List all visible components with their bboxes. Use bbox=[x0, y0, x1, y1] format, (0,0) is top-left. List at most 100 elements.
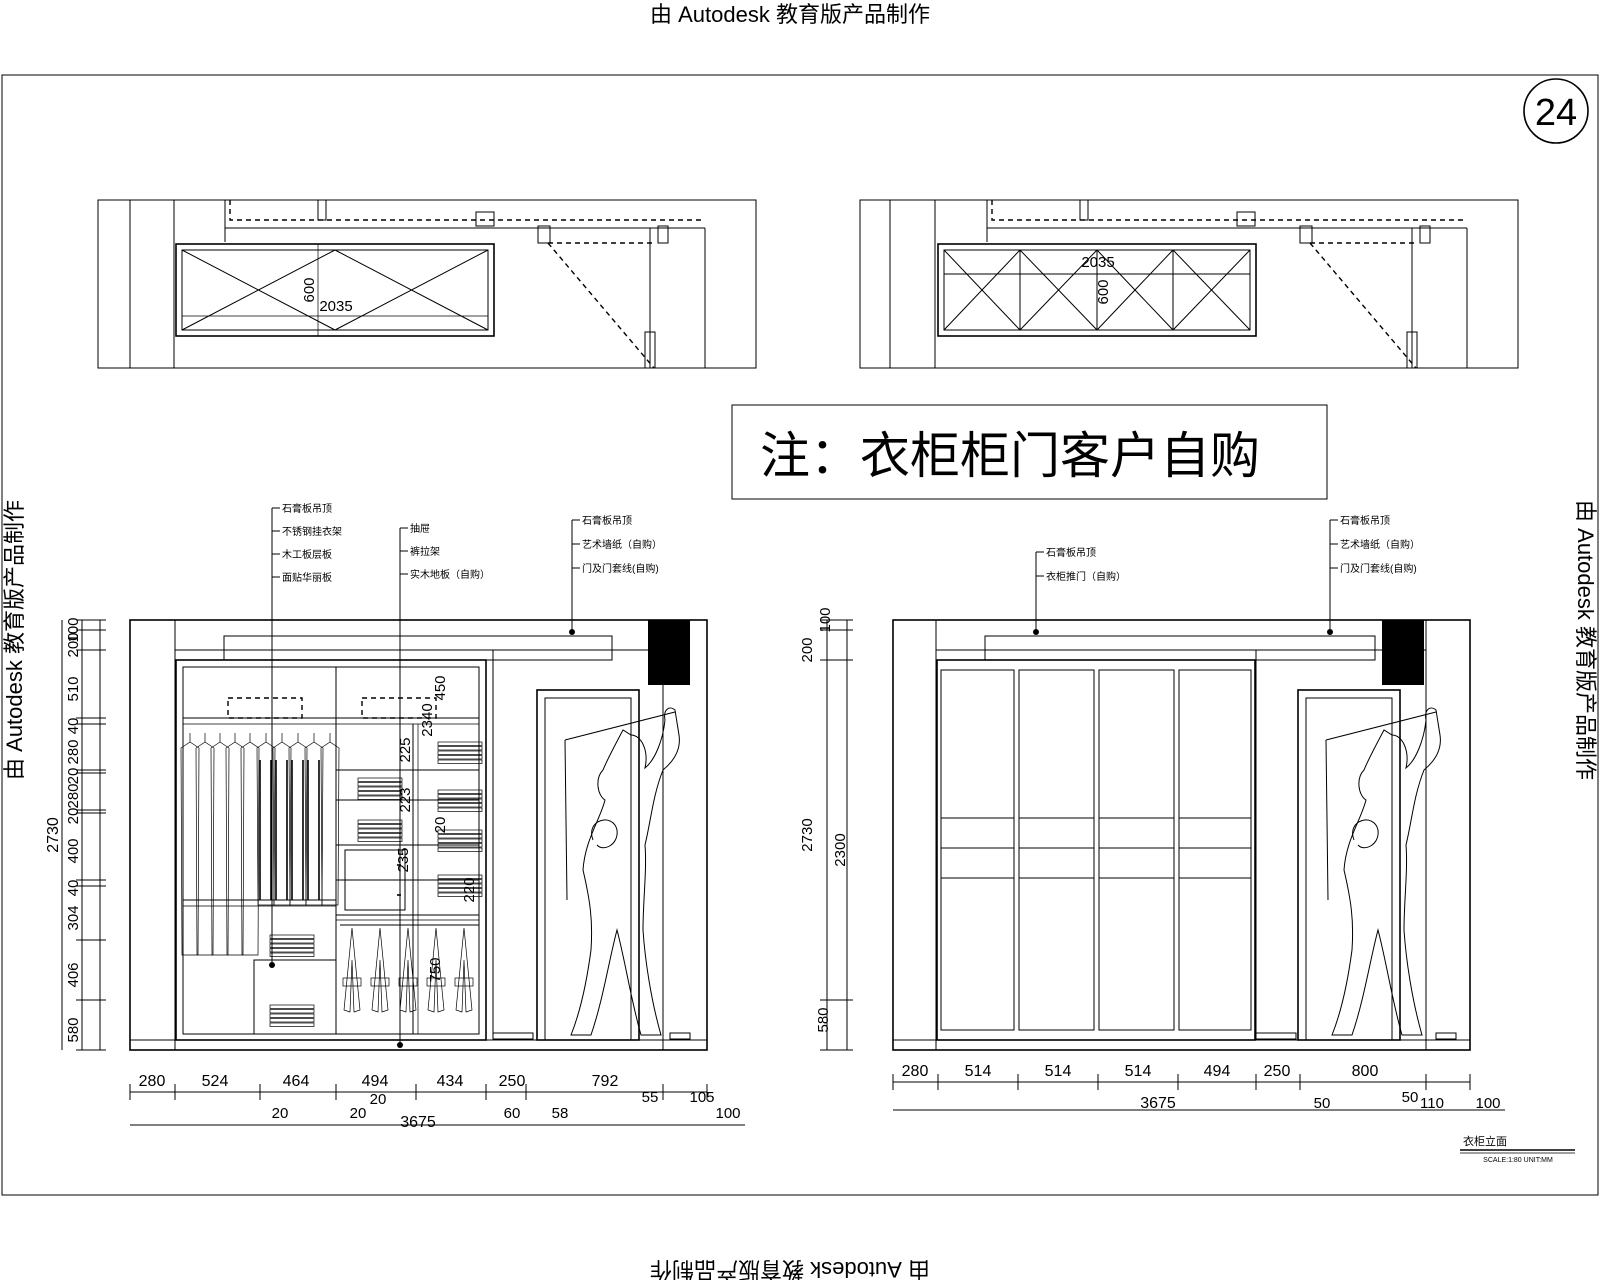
folded-item bbox=[269, 952, 315, 957]
dim-vertical: 20 bbox=[65, 768, 82, 785]
sheet-number-badge: 24 bbox=[1523, 78, 1589, 144]
door-frosted-band bbox=[1098, 847, 1175, 879]
folded-item bbox=[437, 847, 483, 852]
figure-spiral bbox=[591, 819, 618, 849]
garment bbox=[288, 741, 308, 906]
dim-vertical-right: 580 bbox=[815, 1007, 832, 1032]
callout-label-right-c: 艺术墙纸（自购） bbox=[1340, 538, 1420, 551]
sliding-door-panel bbox=[1018, 669, 1095, 1031]
dim-vertical: 304 bbox=[65, 905, 82, 930]
dim-small: 60 bbox=[504, 1105, 521, 1122]
dim-small: 100 bbox=[715, 1105, 740, 1122]
folded-item bbox=[357, 833, 403, 838]
door-frosted-band bbox=[1018, 817, 1095, 849]
folded-item bbox=[437, 838, 483, 843]
dim-small: 55 bbox=[642, 1089, 659, 1106]
garment bbox=[240, 741, 260, 956]
folded-item bbox=[437, 803, 483, 808]
garment bbox=[272, 741, 292, 906]
dim-horizontal-right: 280 bbox=[902, 1063, 929, 1080]
dim-vertical: 400 bbox=[65, 838, 82, 863]
callout-label-right-a: 衣柜推门（自购） bbox=[1046, 570, 1126, 583]
folded-item bbox=[437, 794, 483, 799]
dim-total-width-right: 3675 bbox=[1140, 1095, 1176, 1112]
dim-vertical-right: 200 bbox=[799, 637, 816, 662]
dim-horizontal: 524 bbox=[202, 1073, 229, 1090]
dim-vertical: 510 bbox=[65, 676, 82, 701]
folded-item bbox=[437, 829, 483, 834]
plan-view-left: 2035 600 bbox=[97, 199, 757, 369]
folded-item bbox=[357, 795, 403, 800]
dim-inner: 450 bbox=[432, 675, 449, 700]
garment bbox=[225, 741, 245, 956]
title-block: 衣柜立面 SCALE:1:80 UNIT:MM bbox=[1460, 1134, 1575, 1164]
plan-left-depth: 600 bbox=[301, 277, 318, 302]
door-frosted-band bbox=[1178, 817, 1252, 849]
folded-item bbox=[269, 1022, 315, 1027]
sliding-door-panel bbox=[1178, 669, 1252, 1031]
plan-left-width: 2035 bbox=[319, 298, 352, 315]
sheet-number: 24 bbox=[1535, 92, 1577, 134]
folded-item bbox=[437, 746, 483, 751]
door-frosted-band bbox=[940, 847, 1015, 879]
dim-horizontal-right: 494 bbox=[1204, 1063, 1231, 1080]
callout-dot bbox=[1327, 629, 1333, 635]
dim-horizontal: 464 bbox=[283, 1073, 310, 1090]
callout-dot bbox=[569, 629, 575, 635]
dim-small-right: 50 bbox=[1402, 1089, 1419, 1106]
callout-label-left-b: 实木地板（自购） bbox=[410, 568, 490, 581]
folded-item bbox=[357, 837, 403, 842]
folded-item bbox=[357, 828, 403, 833]
callout-label-right-c: 门及门套线(自购) bbox=[1340, 562, 1417, 575]
dim-horizontal: 250 bbox=[499, 1073, 526, 1090]
pants-cuff bbox=[398, 977, 418, 987]
elevation-right bbox=[892, 619, 1471, 1051]
dim-small: 20 bbox=[370, 1091, 387, 1108]
human-figure bbox=[564, 707, 680, 1036]
human-figure-right bbox=[1325, 707, 1441, 1036]
folded-clothes bbox=[269, 741, 483, 1027]
dim-vertical: 40 bbox=[65, 880, 82, 897]
folded-item bbox=[437, 874, 483, 879]
callout-label-left-b: 裤拉架 bbox=[410, 545, 440, 558]
folded-item bbox=[269, 939, 315, 944]
folded-item bbox=[437, 807, 483, 812]
plan-right-depth: 600 bbox=[1095, 279, 1112, 304]
dim-horizontal: 494 bbox=[362, 1073, 389, 1090]
folded-item bbox=[437, 883, 483, 888]
folded-item bbox=[357, 791, 403, 796]
pants-cuff bbox=[426, 977, 446, 987]
dim-horizontal-right: 250 bbox=[1264, 1063, 1291, 1080]
folded-item bbox=[357, 777, 403, 782]
callout-dot bbox=[1033, 629, 1039, 635]
dim-small-right: 110 bbox=[1420, 1095, 1444, 1112]
folded-item bbox=[437, 888, 483, 893]
callout-label-left-a: 不锈钢挂衣架 bbox=[282, 525, 342, 538]
pants bbox=[343, 927, 361, 1013]
note-box: 注：衣柜柜门客户自购 bbox=[731, 404, 1328, 500]
folded-item bbox=[357, 786, 403, 791]
callout-label-left-b: 抽屉 bbox=[410, 522, 430, 535]
dim-small: 20 bbox=[350, 1105, 367, 1122]
dim-horizontal: 280 bbox=[139, 1073, 166, 1090]
doors-frame bbox=[936, 659, 1256, 1041]
dim-vertical: 406 bbox=[65, 962, 82, 987]
drawing-title: 衣柜立面 bbox=[1463, 1134, 1507, 1148]
folded-item bbox=[437, 755, 483, 760]
door-frosted-band bbox=[1178, 847, 1252, 879]
dim-inner: 235 bbox=[395, 847, 412, 872]
folded-item bbox=[269, 1009, 315, 1014]
callout-label-left-c: 石膏板吊顶 bbox=[582, 514, 632, 527]
dim-horizontal: 792 bbox=[592, 1073, 619, 1090]
folded-item bbox=[437, 843, 483, 848]
dimensions-left: 1002005104028020280204004030440658027304… bbox=[45, 617, 745, 1131]
dim-inner: 220 bbox=[461, 877, 478, 902]
dim-vertical: 280 bbox=[65, 739, 82, 764]
callout-label-right-c: 石膏板吊顶 bbox=[1340, 514, 1390, 527]
dim-vertical: 40 bbox=[65, 718, 82, 735]
sliding-door-panel bbox=[1098, 669, 1175, 1031]
folded-item bbox=[437, 759, 483, 764]
dim-inner: 20 bbox=[432, 817, 449, 834]
